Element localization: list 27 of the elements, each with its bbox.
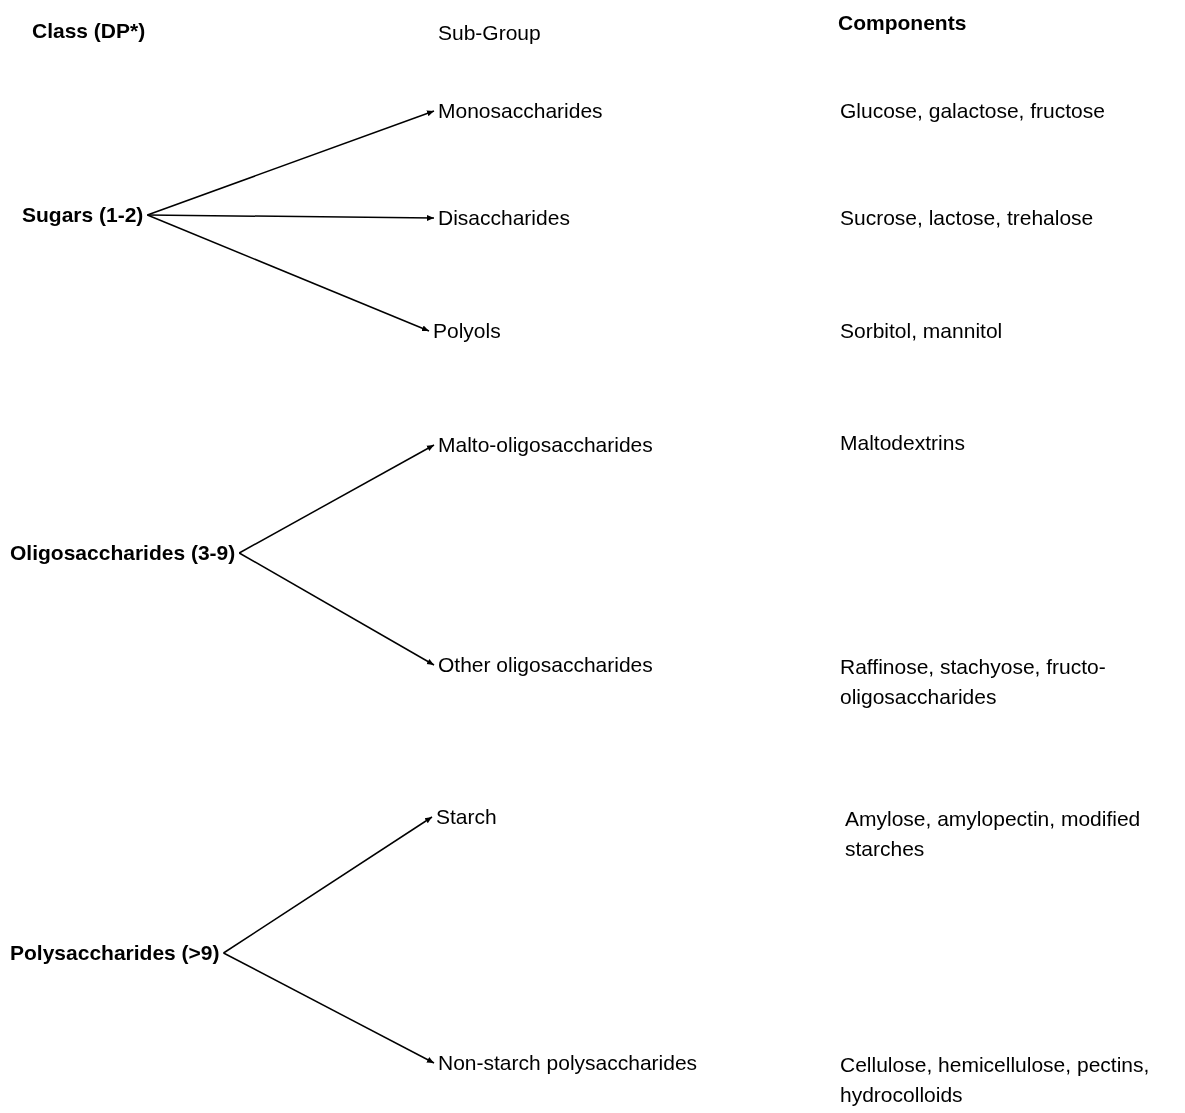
- component-list: Glucose, galactose, fructose: [840, 96, 1105, 126]
- component-list: Amylose, amylopectin, modified starches: [845, 804, 1175, 864]
- sub-group-name: Disaccharides: [438, 205, 570, 231]
- column-header: Class (DP*): [32, 18, 146, 44]
- arrow: [222, 816, 433, 954]
- arrow: [146, 214, 435, 221]
- sub-group-name: Polyols: [433, 318, 501, 344]
- arrow: [146, 214, 430, 332]
- column-header: Components: [838, 10, 967, 36]
- component-list: Cellulose, hemicellulose, pectins, hydrocolloids: [840, 1050, 1170, 1110]
- class-name: Sugars (1-2): [22, 202, 144, 228]
- sub-group-name: Monosaccharides: [438, 98, 603, 124]
- sub-group-name: Starch: [436, 804, 497, 830]
- component-list: Sucrose, lactose, trehalose: [840, 203, 1094, 233]
- class-name: Oligosaccharides (3-9): [10, 540, 236, 566]
- column-header: Sub-Group: [438, 20, 541, 46]
- arrow: [146, 110, 435, 216]
- class-name: Polysaccharides (>9): [10, 940, 220, 966]
- component-list: Maltodextrins: [840, 428, 965, 458]
- arrow: [222, 952, 435, 1064]
- arrow: [238, 444, 435, 554]
- arrow: [238, 552, 435, 666]
- sub-group-name: Non-starch polysaccharides: [438, 1050, 698, 1076]
- sub-group-name: Other oligosaccharides: [438, 652, 653, 678]
- component-list: Sorbitol, mannitol: [840, 316, 1003, 346]
- sub-group-name: Malto-oligosaccharides: [438, 432, 653, 458]
- component-list: Raffinose, stachyose, fructo-oligosaccharides: [840, 652, 1170, 712]
